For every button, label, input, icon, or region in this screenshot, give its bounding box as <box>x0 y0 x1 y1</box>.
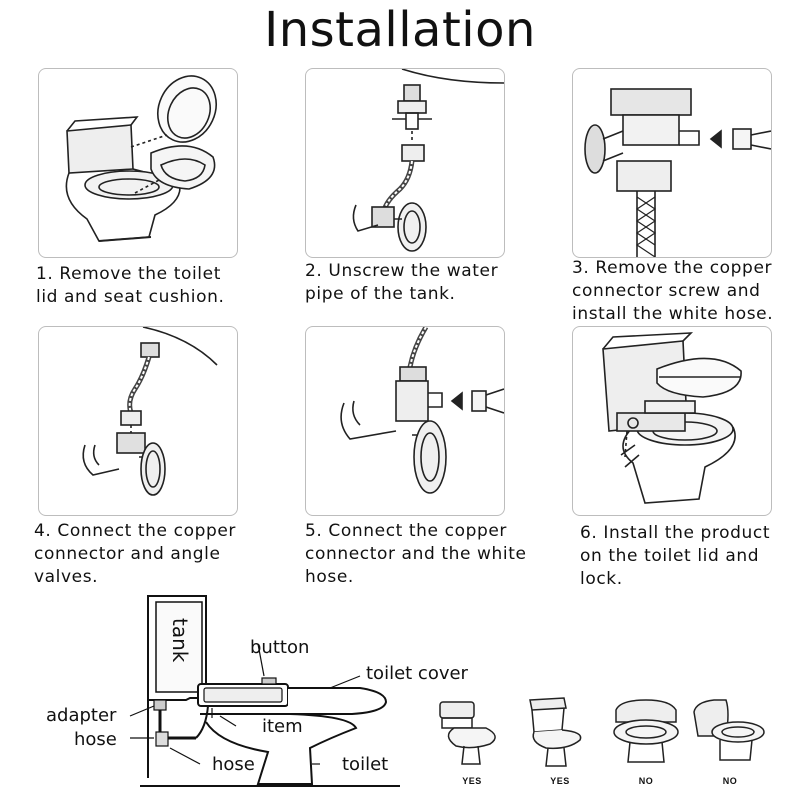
toilet-lid-removal-icon <box>65 75 217 242</box>
copper-connector-icon <box>584 88 771 257</box>
water-pipe-icon <box>352 69 504 252</box>
compat-label: NO <box>638 776 654 786</box>
classic-toilet-icon <box>529 697 582 767</box>
hose-label: hose <box>212 754 255 775</box>
step-2-illustration <box>305 68 505 258</box>
step-3-illustration <box>572 68 772 258</box>
toilet-cover-label: toilet cover <box>366 663 468 684</box>
step-4-caption: 4. Connect the copper connector and angl… <box>34 521 236 587</box>
adapter-label: adapter <box>46 705 117 726</box>
compat-no-2: NO <box>690 692 770 786</box>
round-toilet-icon <box>439 701 496 765</box>
step-1-illustration <box>38 68 238 258</box>
toilet-label: toilet <box>342 754 389 775</box>
toilet-side-view-diagram <box>129 595 400 787</box>
angle-valve-icon <box>82 327 218 496</box>
compat-label: YES <box>462 776 482 786</box>
page-title: Installation <box>264 2 536 58</box>
step-6-caption: 6. Install the product on the toilet lid… <box>580 523 771 589</box>
step-5-caption: 5. Connect the copper connector and the … <box>305 521 527 587</box>
wall-hung-toilet-icon <box>693 699 765 761</box>
compat-no-1: NO <box>606 692 686 786</box>
step-6-illustration <box>572 326 772 516</box>
compat-label: YES <box>550 776 570 786</box>
hose-left-label: hose <box>74 729 117 750</box>
one-piece-toilet-icon <box>613 699 679 763</box>
compat-yes-1: YES <box>432 692 512 786</box>
step-3-caption: 3. Remove the copper connector screw and… <box>572 258 774 324</box>
installation-diagram: tank button toilet cover adapter hose it… <box>0 588 800 800</box>
step-1-caption: 1. Remove the toilet lid and seat cushio… <box>36 264 225 307</box>
product-on-toilet-icon <box>602 332 742 504</box>
tank-label: tank <box>168 618 192 663</box>
compat-label: NO <box>722 776 738 786</box>
step-5-illustration <box>305 326 505 516</box>
compat-yes-2: YES <box>520 692 600 786</box>
white-hose-connection-icon <box>340 327 504 494</box>
step-2-caption: 2. Unscrew the water pipe of the tank. <box>305 261 499 304</box>
button-label: button <box>250 637 310 658</box>
step-4-illustration <box>38 326 238 516</box>
item-label: item <box>262 716 303 737</box>
